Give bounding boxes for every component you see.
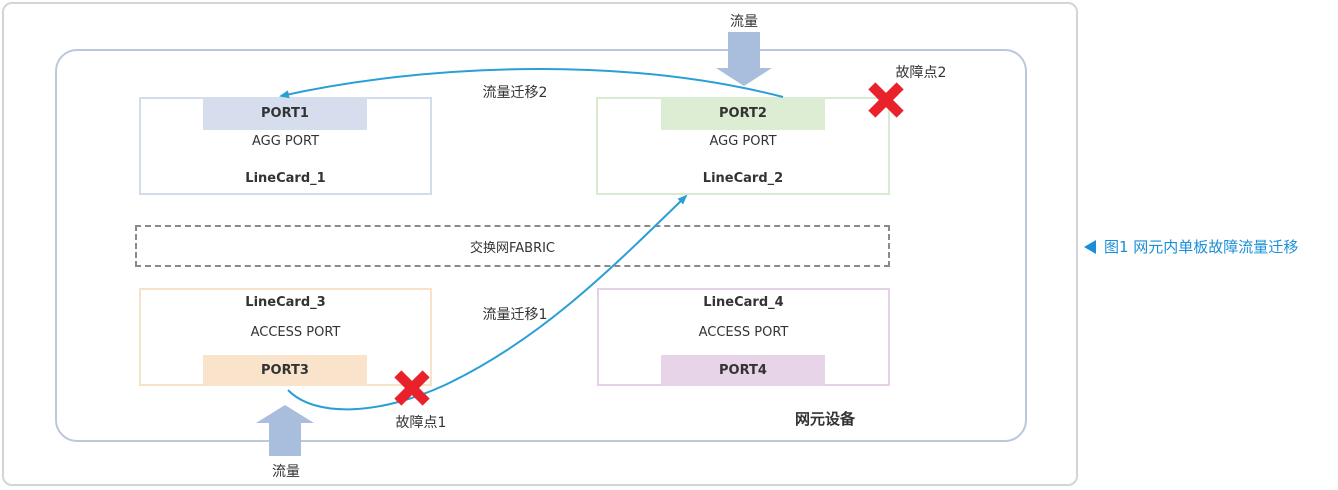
- flow-bottom-label: 流量: [272, 464, 300, 480]
- switch-fabric: 交换网FABRIC: [135, 225, 890, 267]
- linecard-2-port-type: AGG PORT: [709, 134, 777, 149]
- linecard-3-name: LineCard_3: [245, 295, 326, 310]
- linecard-4-port-type: ACCESS PORT: [698, 325, 789, 340]
- port2-label: PORT2: [661, 97, 825, 130]
- migration-2-arrow: [279, 68, 784, 99]
- flow-in-top-arrow: [716, 32, 772, 86]
- linecard-1-port-type: AGG PORT: [251, 134, 320, 149]
- network-element-device: [55, 49, 1027, 442]
- linecard-3-port-type: ACCESS PORT: [250, 325, 341, 340]
- fabric-label: 交换网FABRIC: [469, 240, 556, 256]
- linecard-2-name: LineCard_2: [702, 171, 784, 186]
- fault-2-cross-icon: [868, 82, 904, 118]
- port1-label: PORT1: [203, 97, 367, 130]
- migration-2-label: 流量迁移2: [482, 85, 548, 101]
- port4-label: PORT4: [661, 355, 825, 386]
- linecard-4-name: LineCard_4: [703, 295, 784, 310]
- migration-1-label: 流量迁移1: [482, 307, 548, 323]
- migration-1-arrow: [287, 194, 688, 411]
- outer-frame: [2, 2, 1078, 486]
- device-label: 网元设备: [794, 410, 855, 428]
- port3-label: PORT3: [203, 355, 367, 386]
- fault-1-cross-icon: [394, 370, 430, 406]
- caption-triangle-icon: [1084, 239, 1096, 254]
- fault-2-label: 故障点2: [895, 65, 947, 81]
- caption-text: 图1 网元内单板故障流量迁移: [1104, 238, 1299, 256]
- figure-caption: 图1 网元内单板故障流量迁移: [1084, 236, 1298, 257]
- flow-in-bottom-arrow: [256, 405, 314, 456]
- flow-top-label: 流量: [730, 14, 758, 30]
- linecard-1-name: LineCard_1: [245, 171, 326, 186]
- fault-1-label: 故障点1: [395, 415, 447, 431]
